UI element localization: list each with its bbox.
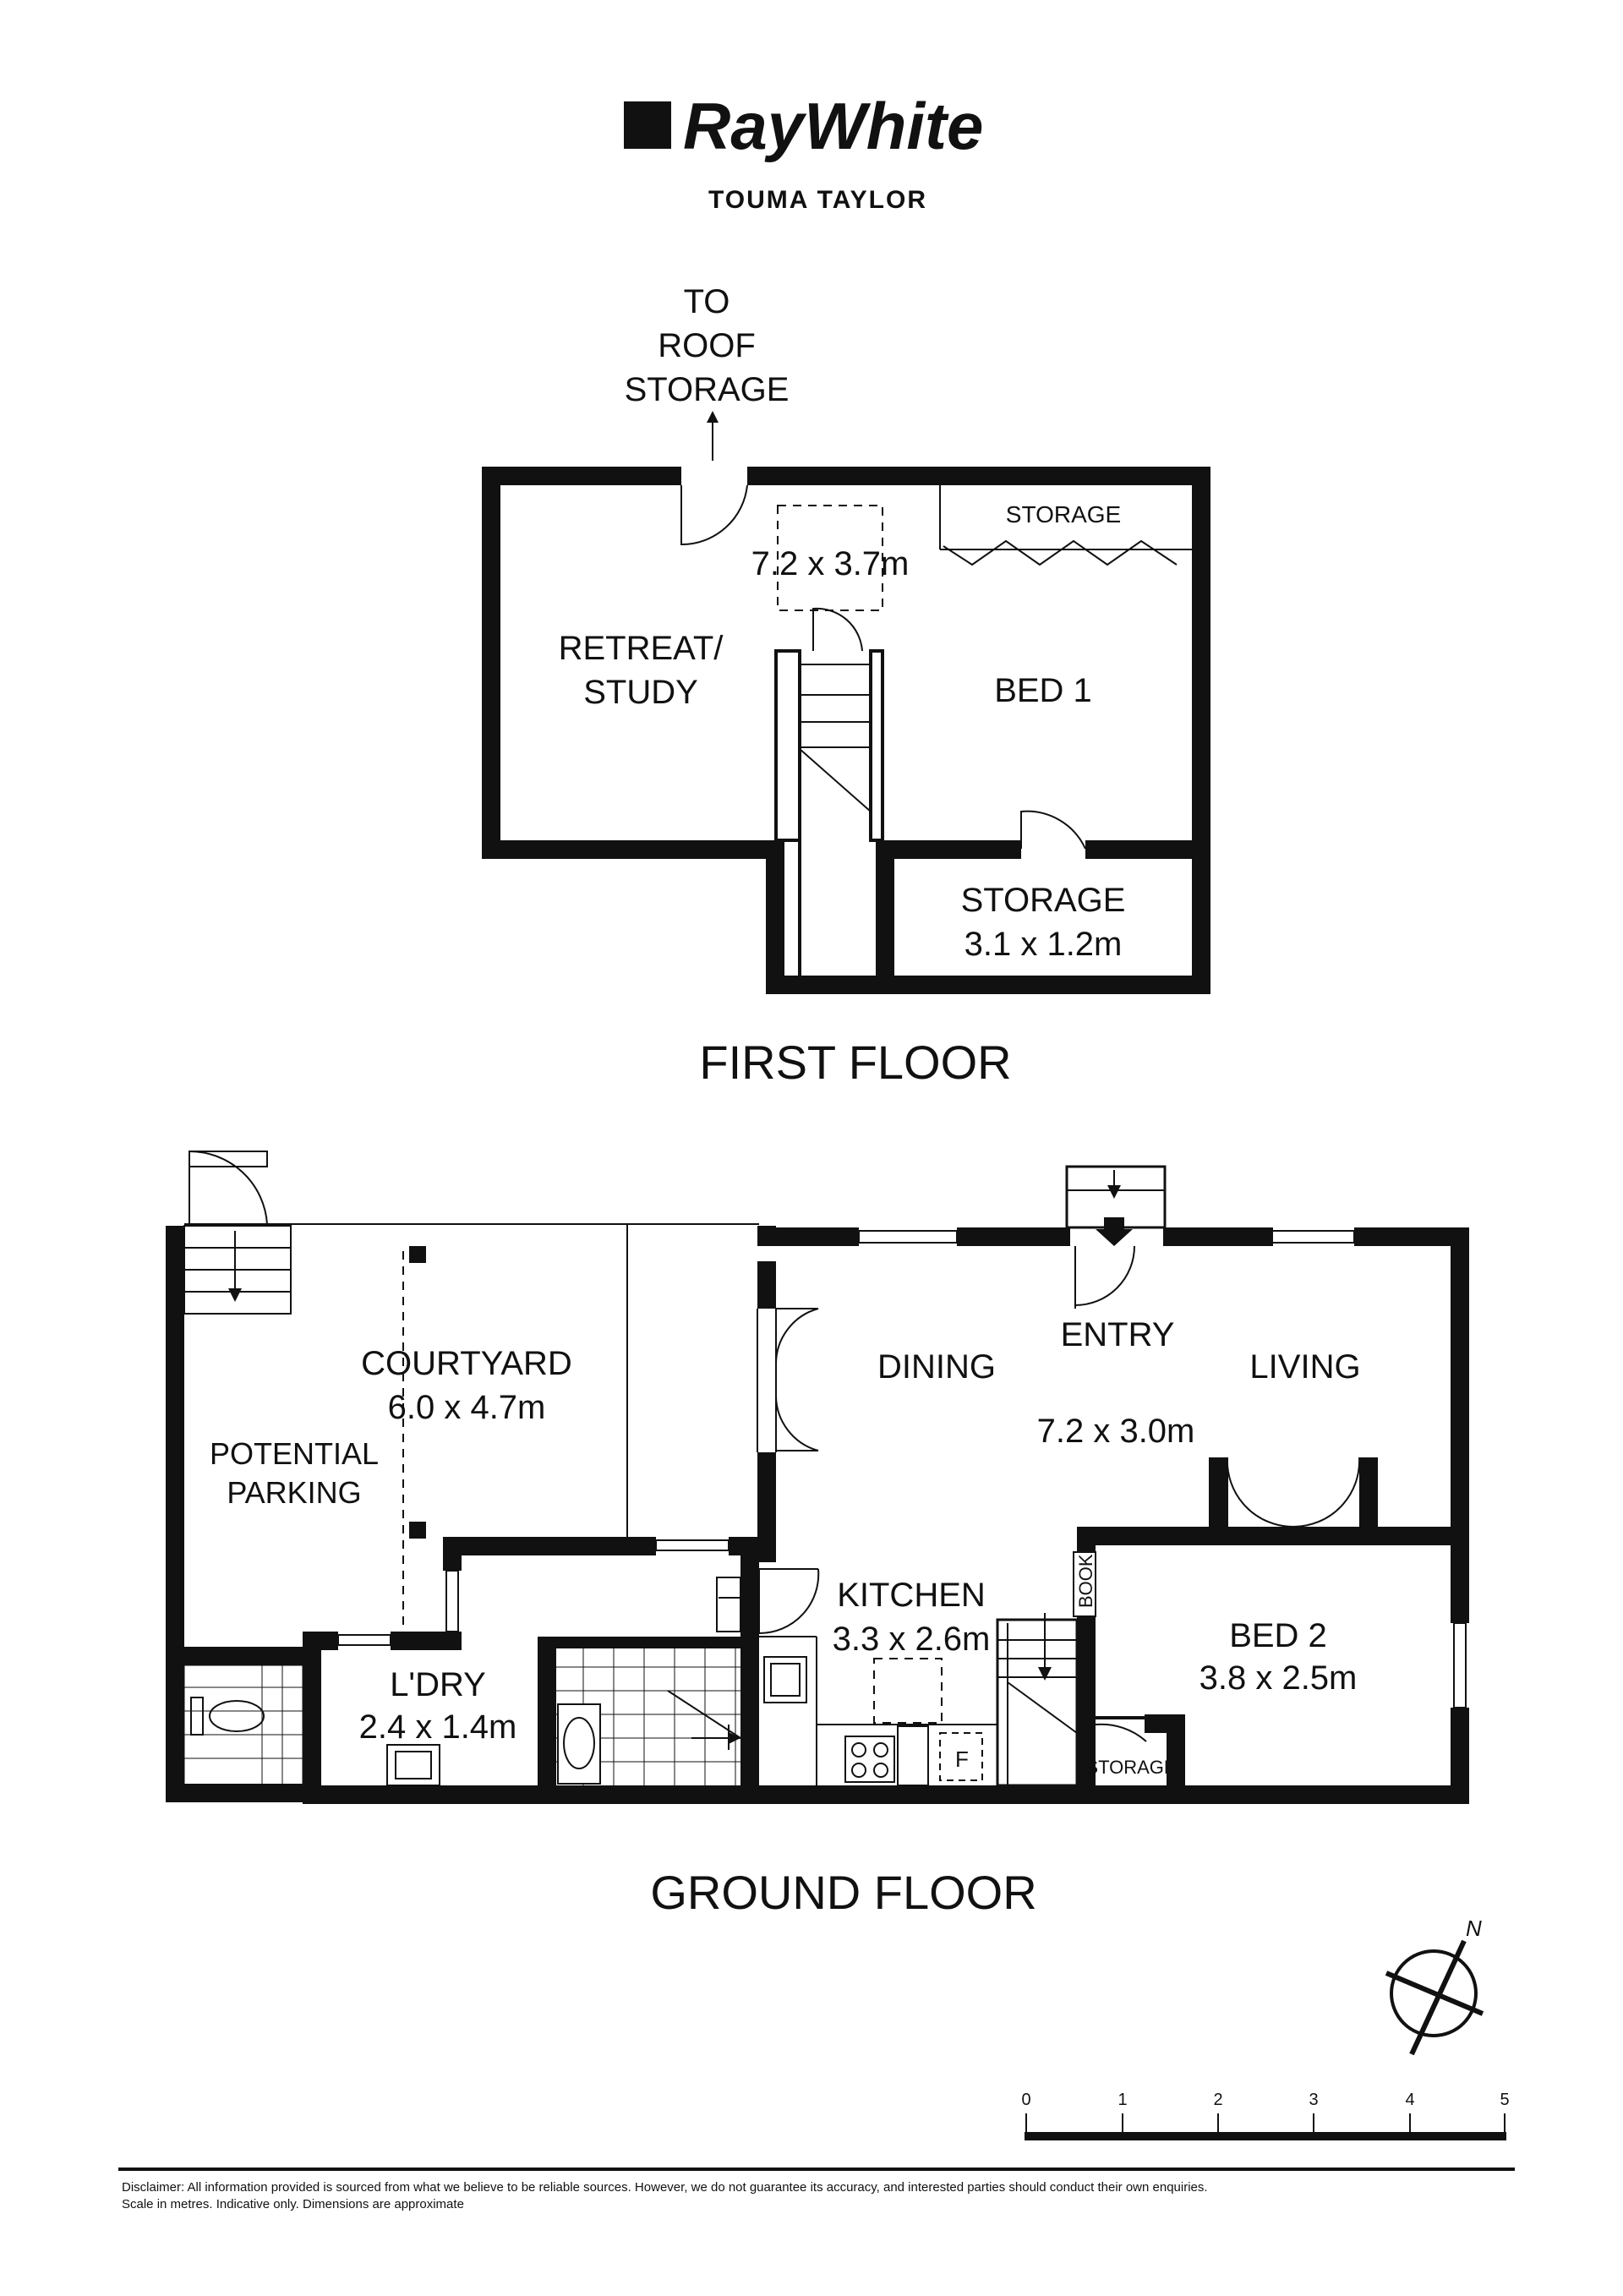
scale-tick-0: 0 xyxy=(1021,2091,1030,2109)
roof-access-line1: TO xyxy=(684,283,730,320)
retreat-label-line1: RETREAT/ xyxy=(559,630,724,667)
scale-tick-3: 3 xyxy=(1309,2091,1318,2109)
disclaimer: Disclaimer: All information provided is … xyxy=(122,2179,1516,2213)
kitchen-dimension: 3.3 x 2.6m xyxy=(833,1621,991,1658)
roof-access-line2: ROOF xyxy=(658,327,756,364)
compass-icon: N xyxy=(1385,1916,1484,2056)
living-label: LIVING xyxy=(1249,1348,1360,1386)
fridge-label: F xyxy=(955,1747,969,1772)
parking-label-line2: PARKING xyxy=(227,1475,361,1510)
courtyard-label: COURTYARD xyxy=(361,1345,572,1382)
kitchen-label: KITCHEN xyxy=(837,1577,986,1614)
parking-label-line1: POTENTIAL xyxy=(210,1436,379,1471)
scale-tick-4: 4 xyxy=(1405,2091,1414,2109)
storage-top-label: STORAGE xyxy=(1006,501,1121,528)
retreat-label-line2: STUDY xyxy=(583,674,698,711)
storage-small-label: STORAGE xyxy=(961,882,1126,919)
first-floor-plan: TO ROOF STORAGE STORAGE 7.2 x 3.7m xyxy=(482,283,1210,1089)
courtyard-dimension: 6.0 x 4.7m xyxy=(388,1389,546,1426)
ray-white-logo: RayWhite TOUMA TAYLOR xyxy=(624,89,983,214)
entry-arrow-icon xyxy=(1096,1217,1133,1246)
sink-icon xyxy=(763,1656,807,1703)
compass-north-label: N xyxy=(1466,1916,1482,1941)
laundry-tub-icon xyxy=(386,1744,440,1786)
bed2-dimension: 3.8 x 2.5m xyxy=(1199,1659,1358,1697)
book-label: BOOK xyxy=(1075,1554,1096,1608)
brand-office: TOUMA TAYLOR xyxy=(708,186,927,214)
scale-tick-2: 2 xyxy=(1213,2091,1222,2109)
brand-name: RayWhite xyxy=(683,89,983,163)
ground-floor-title: GROUND FLOOR xyxy=(650,1866,1036,1919)
disclaimer-line1: Disclaimer: All information provided is … xyxy=(122,2180,1208,2195)
dining-label: DINING xyxy=(877,1348,996,1386)
entry-label: ENTRY xyxy=(1061,1316,1175,1353)
main-dimension: 7.2 x 3.0m xyxy=(1037,1413,1195,1450)
laundry-label: L'DRY xyxy=(390,1666,486,1703)
storage-ground-label: STORAGE xyxy=(1085,1757,1176,1778)
scale-tick-5: 5 xyxy=(1500,2091,1509,2109)
logo-square-icon xyxy=(624,101,671,149)
scale-bar: 0 1 2 3 4 5 xyxy=(1021,2091,1510,2140)
roof-access-line3: STORAGE xyxy=(625,371,790,408)
cooktop-icon xyxy=(844,1736,895,1783)
bed1-label: BED 1 xyxy=(994,672,1092,709)
storage-small-dimension: 3.1 x 1.2m xyxy=(965,926,1123,963)
bed2-label: BED 2 xyxy=(1229,1617,1327,1654)
laundry-dimension: 2.4 x 1.4m xyxy=(359,1708,517,1746)
scale-tick-1: 1 xyxy=(1118,2091,1127,2109)
first-floor-dimension: 7.2 x 3.7m xyxy=(751,545,910,582)
basin-icon xyxy=(563,1717,595,1769)
first-floor-title: FIRST FLOOR xyxy=(699,1036,1011,1089)
disclaimer-line2: Scale in metres. Indicative only. Dimens… xyxy=(122,2197,464,2211)
ground-floor-plan: BOOK STORAGE xyxy=(166,1150,1469,1919)
toilet-icon xyxy=(190,1697,265,1736)
